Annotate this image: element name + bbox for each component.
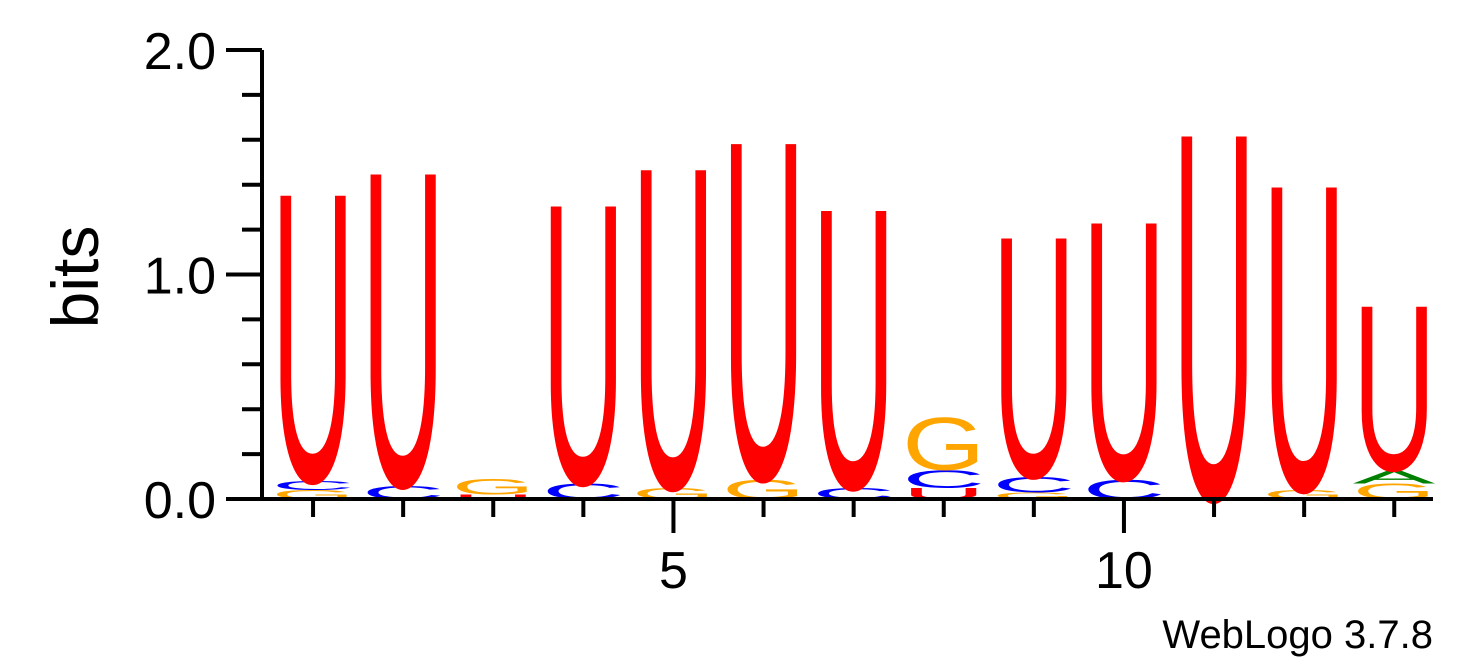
logo-letter-G-pos-3: G bbox=[452, 475, 535, 499]
logo-letter-U-pos-1: U bbox=[272, 108, 355, 570]
logo-letter-C-pos-8: C bbox=[902, 465, 985, 493]
logo-letter-A-pos-13: A bbox=[1353, 466, 1436, 487]
logo-letter-U-pos-3: U bbox=[452, 493, 535, 500]
y-axis-ticks: 0.0 1.0 2.0 bbox=[144, 23, 262, 530]
weblogo-credit: WebLogo 3.7.8 bbox=[1162, 613, 1433, 657]
logo-letter-U-pos-4: U bbox=[542, 119, 625, 569]
logo-letter-U-pos-6: U bbox=[722, 38, 805, 582]
logo-letter-U-pos-9: U bbox=[992, 164, 1075, 551]
y-tick-label: 1.0 bbox=[144, 248, 216, 306]
axes: 0.0 1.0 2.0 5 10 bbox=[144, 23, 1433, 600]
logo-letter-U-pos-13: U bbox=[1353, 256, 1436, 521]
logo-letter-G-pos-9: G bbox=[992, 491, 1075, 501]
logo-letter-U-pos-11: U bbox=[1173, 22, 1256, 611]
x-tick-label: 10 bbox=[1095, 542, 1153, 600]
logo-letter-U-pos-10: U bbox=[1083, 144, 1166, 559]
logo-letter-G-pos-8: G bbox=[902, 402, 985, 486]
y-axis-label: bits bbox=[38, 226, 112, 329]
y-tick-label: 2.0 bbox=[144, 23, 216, 81]
x-tick-label: 5 bbox=[659, 542, 688, 600]
x-axis-ticks: 5 10 bbox=[311, 499, 1397, 600]
logo-letter-C-pos-9: C bbox=[992, 472, 1075, 497]
y-tick-label: 0.0 bbox=[144, 472, 216, 530]
logo-letter-C-pos-1: C bbox=[272, 479, 355, 493]
